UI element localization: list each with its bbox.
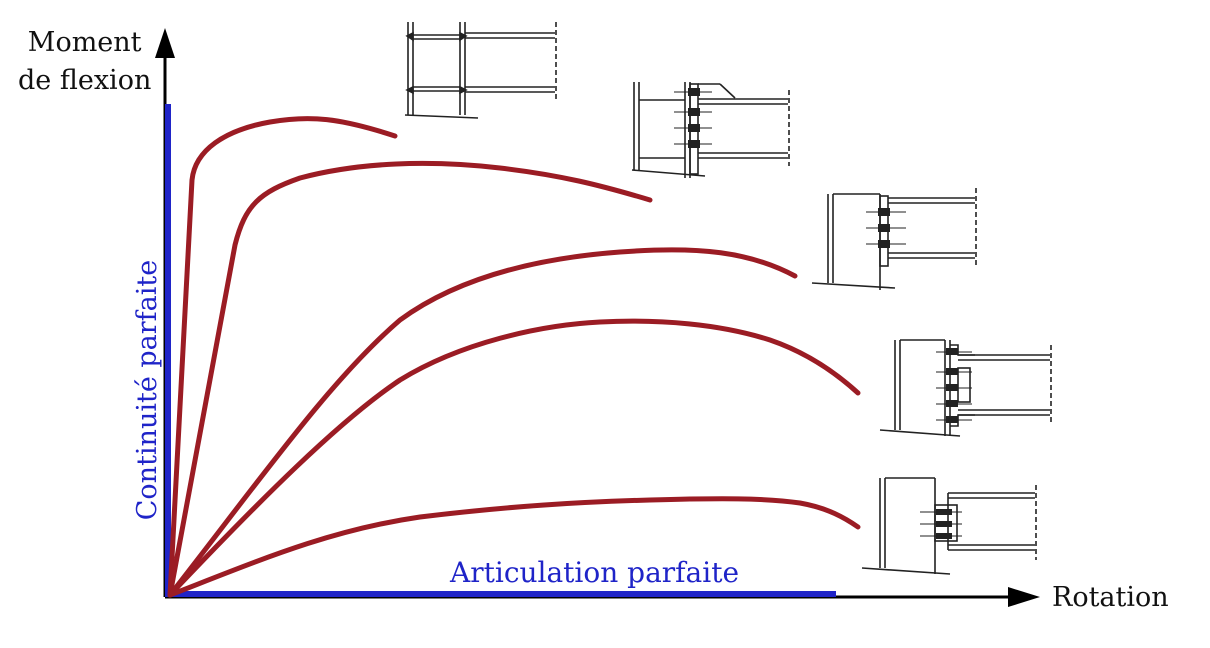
joint-sketch-web-cleat <box>861 477 1037 575</box>
joint-sketch-welded <box>404 22 557 119</box>
joint-sketch-flange-angles <box>879 339 1052 437</box>
perfect-continuity-label: Continuité parfaite <box>132 259 163 521</box>
perfect-hinge-label: Articulation parfaite <box>450 556 740 589</box>
y-axis-label-line1: Moment <box>27 27 142 58</box>
x-axis-label: Rotation <box>1052 582 1169 613</box>
axes <box>155 28 1040 607</box>
x-axis-arrow <box>1008 587 1040 607</box>
y-axis-label: Moment de flexion <box>18 24 151 100</box>
curve-welded-stiffened <box>167 116 398 598</box>
joint-sketch-flush-end-plate <box>811 188 977 290</box>
y-axis-arrow <box>155 28 175 58</box>
curve-flush-end-plate <box>167 247 798 598</box>
curves <box>167 116 861 598</box>
curve-extended-end-plate <box>167 160 653 598</box>
joint-sketch-extended-end-plate <box>631 82 790 178</box>
y-axis-label-line2: de flexion <box>18 65 152 96</box>
curve-web-cleat <box>167 496 861 598</box>
curve-flange-angle <box>167 318 861 598</box>
